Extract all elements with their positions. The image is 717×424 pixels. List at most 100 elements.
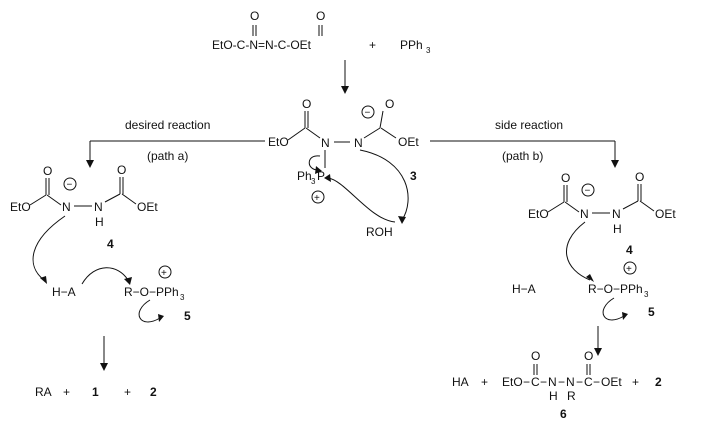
hydrazide-anion-right: EtO O N − N H O OEt	[528, 170, 676, 236]
right-phosph-plus	[623, 261, 637, 275]
right-curly-ro	[602, 297, 625, 321]
betaine-n-2: N	[354, 136, 363, 150]
six-r: R	[567, 389, 576, 403]
hydrazide-anion-left: EtO O N − N H O OEt	[10, 163, 158, 229]
arrow-to-betaine-head	[341, 86, 349, 94]
compound-label-4-left: 4	[107, 237, 114, 251]
product-b-plus-1: +	[481, 375, 488, 389]
betaine-minus-sign: −	[365, 108, 371, 119]
left-o-1: O	[43, 164, 52, 178]
species-roh: ROH	[366, 225, 393, 239]
desired-branch-head	[86, 160, 94, 168]
left-curly-a-r	[81, 267, 129, 285]
left-bond-3	[104, 193, 121, 203]
betaine-bond-3	[363, 127, 381, 139]
six-dash-1: −	[523, 375, 530, 389]
six-c-2: C	[584, 375, 593, 389]
six-eto: EtO	[502, 375, 523, 389]
betaine-curly-n	[359, 149, 409, 221]
betaine-bond-4	[380, 127, 397, 139]
products-path-a: RA + 1 + 2	[35, 385, 157, 399]
left-minus-charge	[63, 177, 77, 191]
right-curly-ro-head	[622, 312, 628, 320]
dead-carbonyl-o-1: O	[250, 9, 259, 23]
six-dash-2: −	[540, 375, 547, 389]
product-2-right: 2	[655, 375, 662, 389]
right-eto: EtO	[528, 207, 549, 221]
right-oet: OEt	[655, 207, 676, 221]
left-bond-2	[46, 194, 62, 206]
betaine-ph-sub: 3	[311, 177, 316, 186]
betaine-ph: Ph	[297, 169, 312, 183]
label-desired-reaction: desired reaction	[125, 118, 210, 132]
products-path-b: HA + EtO − C O − N H − N R − C O − OEt +…	[452, 349, 662, 421]
betaine-3: EtO O N N O OEt − Ph 3 P +	[268, 97, 419, 224]
betaine-bond-1	[287, 127, 306, 141]
product-ra: RA	[35, 385, 52, 399]
betaine-o-2: O	[385, 97, 394, 111]
right-curly-n-r	[566, 221, 591, 281]
six-dash-5: −	[593, 375, 600, 389]
six-dash-3: −	[558, 375, 565, 389]
betaine-plus-charge	[311, 190, 325, 204]
six-dash-4: −	[576, 375, 583, 389]
compound-label-4-right: 4	[626, 243, 633, 257]
arrow-path-b-products-head	[594, 348, 602, 356]
arrow-path-a-products-head	[100, 363, 108, 371]
left-h: H	[95, 215, 104, 229]
compound-label-5-left: 5	[184, 309, 191, 323]
betaine-p: P	[317, 169, 325, 183]
dead-carbonyl-o-2: O	[316, 9, 325, 23]
left-n-1: N	[62, 200, 71, 214]
product-plus-2: +	[124, 385, 131, 399]
right-o-1: O	[561, 171, 570, 185]
right-o-2: O	[635, 170, 644, 184]
six-n-2: N	[566, 375, 575, 389]
alkoxyphosphonium-left: R−O−PPh 3 +	[124, 265, 185, 323]
product-ha: HA	[452, 375, 469, 389]
right-phosph-plus-sign: +	[626, 264, 632, 275]
betaine-curly-np-head	[315, 166, 322, 174]
right-bond-1	[547, 201, 565, 213]
compound-label-6: 6	[560, 407, 567, 421]
branch-desired: desired reaction (path a)	[86, 118, 265, 168]
betaine-plus-sign: +	[314, 193, 320, 204]
betaine-curly-np	[308, 155, 321, 171]
product-plus-1: +	[63, 385, 70, 399]
six-c-1: C	[531, 375, 540, 389]
left-oet: OEt	[137, 200, 158, 214]
right-minus-charge	[581, 183, 595, 197]
right-ropph3-sub: 3	[644, 290, 649, 299]
right-bond-4	[639, 200, 655, 212]
left-bond-4	[121, 193, 137, 205]
left-n-2: N	[94, 200, 103, 214]
left-phosph-plus-sign: +	[161, 268, 167, 279]
left-curly-n-h-head	[40, 276, 47, 284]
reagent-pph3: PPh 3	[400, 38, 431, 55]
left-h-a: H−A	[52, 285, 76, 299]
branch-side: side reaction (path b)	[430, 118, 619, 168]
right-curly-n-r-head	[586, 274, 594, 282]
betaine-curly-roh-head	[324, 174, 331, 182]
label-side-reaction: side reaction	[495, 118, 563, 132]
alkoxyphosphonium-right: R−O−PPh 3 +	[588, 261, 649, 321]
left-phosph-plus	[158, 265, 172, 279]
left-curly-n-h	[32, 215, 66, 281]
product-1: 1	[92, 385, 99, 399]
right-n-1: N	[580, 207, 589, 221]
label-path-b: (path b)	[502, 149, 543, 163]
right-h-a: H−A	[512, 282, 536, 296]
betaine-co-2	[379, 110, 384, 129]
left-ropph3: R−O−PPh	[124, 285, 179, 299]
betaine-bond-2	[305, 127, 321, 139]
six-o-1: O	[531, 349, 540, 363]
side-branch-head	[611, 160, 619, 168]
six-n-1: N	[548, 375, 557, 389]
right-bond-3	[622, 200, 639, 210]
six-h: H	[549, 389, 558, 403]
betaine-minus-charge	[361, 105, 375, 119]
left-o-2: O	[117, 163, 126, 177]
hydrazide-6: EtO − C O − N H − N R − C O − OEt	[502, 349, 622, 403]
right-minus-sign: −	[585, 186, 591, 197]
left-eto: EtO	[10, 200, 31, 214]
